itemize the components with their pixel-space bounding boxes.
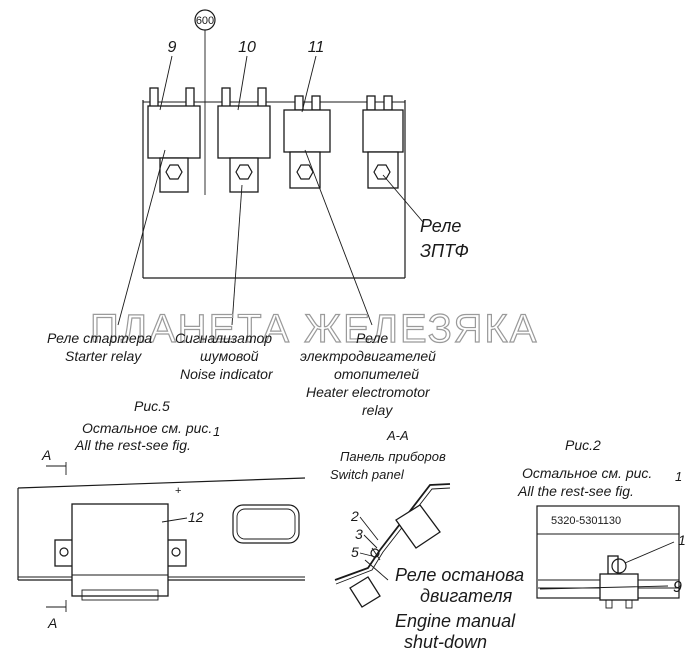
engine-stop-ru-1: Реле останова (395, 565, 524, 585)
callout-5: 5 (351, 544, 359, 560)
starter-relay-en: Starter relay (65, 348, 142, 364)
rest-ru-right: Остальное см. рис. (522, 465, 652, 481)
callout-10: 10 (238, 39, 256, 56)
watermark: ПЛАНЕТА ЖЕЛЕЗЯКА (90, 307, 538, 351)
heater-relay-ru-3: отопителей (334, 366, 419, 382)
top-relay-assembly: 600 9 10 11 Реле ЗПТФ (117, 9, 469, 326)
rest-en-right: All the rest-see fig. (517, 483, 634, 499)
fig5-title: Рис.5 (134, 398, 170, 414)
heater-relay-en-1: Heater electromotor (306, 384, 431, 400)
part-number: 5320-5301130 (551, 515, 621, 527)
noise-indicator-ru-2: шумовой (200, 348, 259, 364)
section-aa-drawing: 2 3 5 (334, 483, 451, 608)
svg-text:+: + (175, 485, 181, 497)
rest-num-left: 1 (213, 424, 220, 439)
heater-relay (283, 95, 331, 189)
callout-11: 11 (308, 39, 325, 56)
switch-panel-ru: Панель приборов (340, 449, 446, 464)
heater-relay-ru-1: Реле (356, 330, 388, 346)
callout-600-circle (194, 9, 216, 31)
rest-ru-left: Остальное см. рис. (82, 420, 212, 436)
callout-2: 2 (350, 508, 359, 524)
callout-3: 3 (355, 526, 363, 542)
engine-stop-ru-2: двигателя (420, 586, 513, 606)
relay-12 (71, 503, 169, 597)
callout-9: 9 (168, 39, 177, 56)
fig2-panel: 5320-5301130 1 9 (536, 505, 686, 609)
noise-indicator-ru-1: Сигнализатор (175, 330, 272, 346)
starter-relay-ru: Реле стартера (47, 330, 152, 346)
callout-12: 12 (188, 509, 204, 525)
rele-zptf-label-2: ЗПТФ (420, 241, 469, 261)
section-aa-title: А-А (386, 428, 409, 443)
engine-stop-en-2: shut-down (404, 632, 487, 652)
starter-relay (147, 87, 201, 193)
heater-relay-ru-2: электродвигателей (300, 348, 436, 364)
rest-en-left: All the rest-see fig. (74, 437, 191, 453)
zptf-relay (362, 95, 404, 189)
section-a-top: A (41, 447, 51, 463)
rele-zptf-label-1: Реле (420, 216, 461, 236)
callout-9-right: 9 (673, 579, 682, 596)
fig2-title: Рис.2 (565, 437, 601, 453)
noise-indicator-en: Noise indicator (180, 366, 274, 382)
heater-relay-en-2: relay (362, 402, 393, 418)
callout-1: 1 (678, 532, 686, 548)
engine-stop-en-1: Engine manual (395, 611, 516, 631)
rest-num-right: 1 (675, 469, 682, 484)
callout-600: 600 (196, 15, 214, 27)
section-a-bottom: A (47, 615, 57, 631)
noise-indicator (217, 87, 271, 193)
fig5-panel: A A + 12 (17, 447, 306, 631)
switch-panel-en: Switch panel (330, 467, 405, 482)
